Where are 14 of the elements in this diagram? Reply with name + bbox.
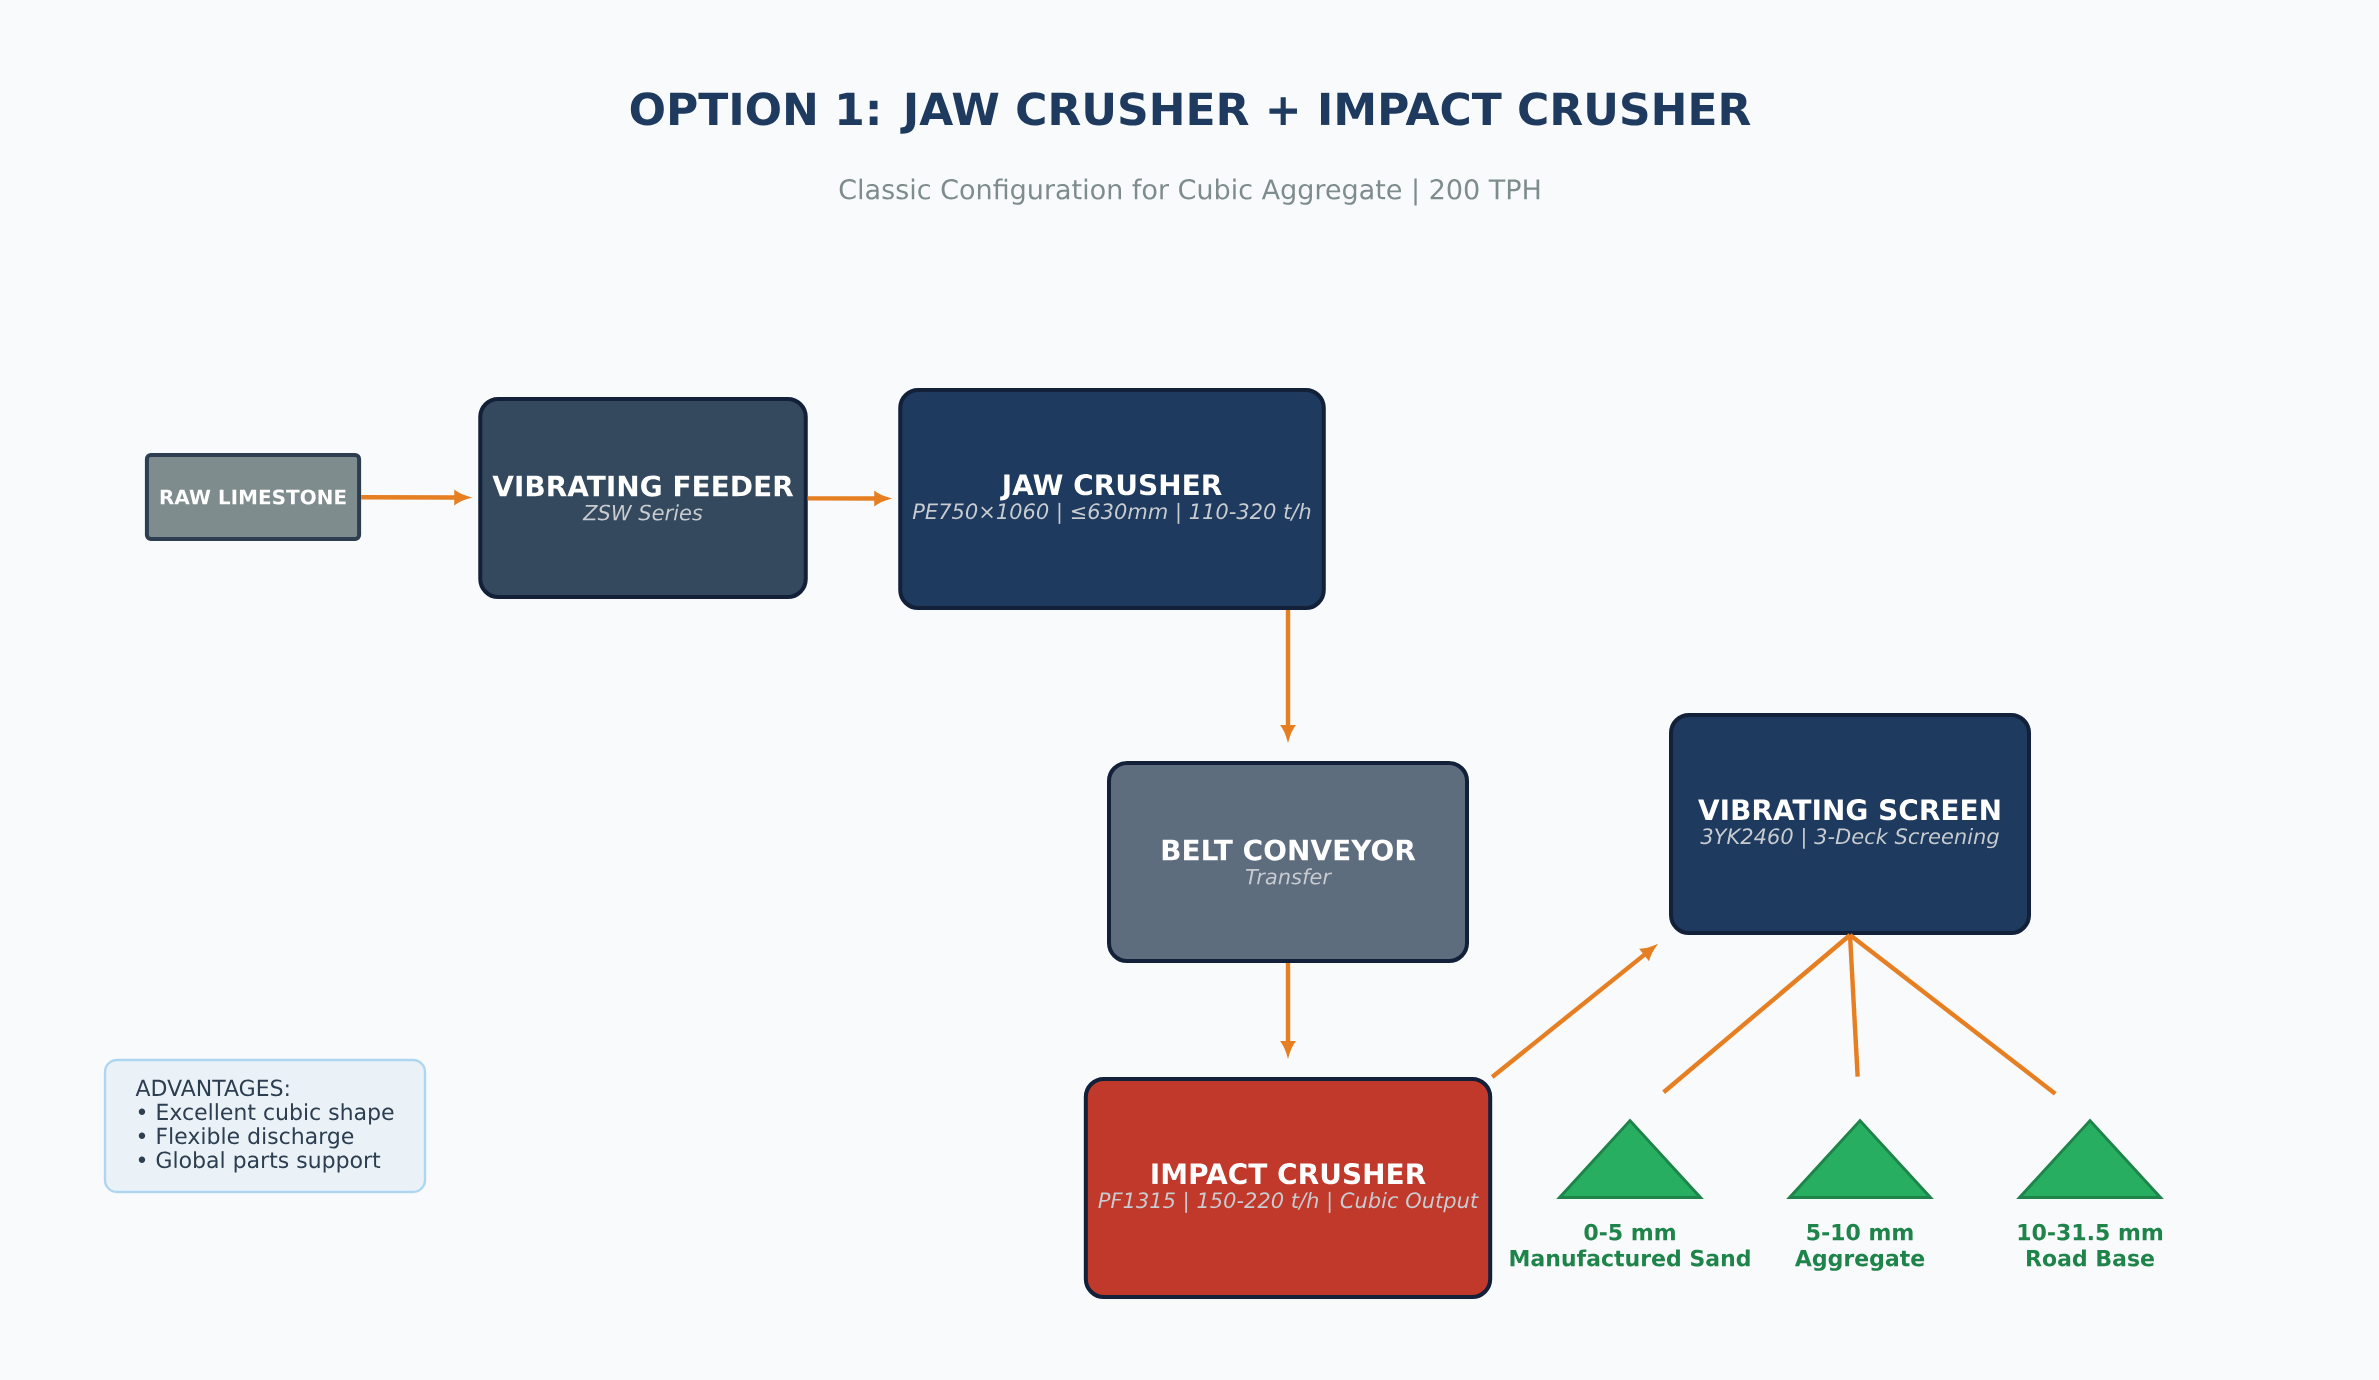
process-box: IMPACT CRUSHER PF1315 | 150-220 t/h | Cubic Output: [1083, 1077, 1493, 1299]
process-box: BELT CONVEYOR Transfer: [1107, 761, 1469, 963]
product-label: 10-31.5 mm Road Base: [2018, 1223, 2163, 1267]
product-label: 0-5 mm Manufactured Sand: [1510, 1223, 1750, 1267]
title: OPTION 1: JAW CRUSHER + IMPACT CRUSHER: [630, 92, 1751, 134]
process-box: VIBRATING SCREEN 3YK2460 | 3-Deck Screening: [1669, 713, 2031, 935]
connector-line: [1662, 933, 1852, 1094]
process-box: VIBRATING FEEDER ZSW Series: [478, 397, 808, 599]
connector-line: [1848, 933, 2057, 1096]
note-box: ADVANTAGES: • Excellent cubic shape • Flexible discharge • Global parts support: [103, 1058, 427, 1194]
process-box: JAW CRUSHER PE750×1060 | ≤630mm | 110-320 t/h: [898, 388, 1326, 610]
source-box: RAW LIMESTONE: [144, 453, 362, 541]
subtitle: Classic Configuration for Cubic Aggregate | 200 TPH: [839, 178, 1540, 206]
product-label: 5-10 mm Aggregate: [1794, 1223, 1925, 1271]
